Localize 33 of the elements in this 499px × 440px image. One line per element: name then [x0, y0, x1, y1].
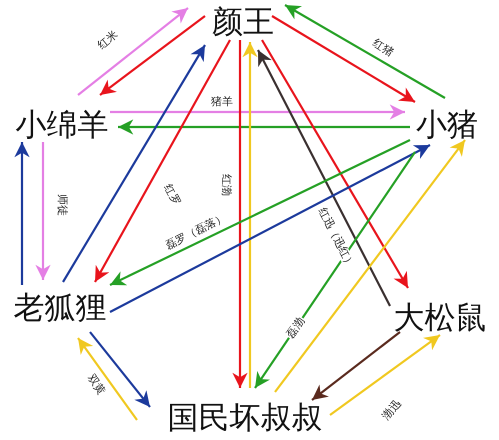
edge-label: 红渤: [220, 173, 232, 198]
arrow: [110, 139, 410, 286]
arrow: [118, 119, 410, 135]
arrow: [99, 15, 206, 96]
arrow: [254, 151, 416, 389]
arrow: [242, 42, 258, 388]
arrow: [35, 142, 51, 280]
name-text: 颜王: [212, 4, 274, 40]
arrow: [329, 334, 441, 416]
arrow: [14, 142, 30, 285]
arrow: [110, 144, 430, 313]
arrow: [77, 7, 189, 96]
arrow: [62, 44, 206, 283]
arrow: [284, 4, 446, 99]
name-text: 国民坏叔叔: [168, 400, 322, 436]
arrow: [257, 50, 391, 306]
name-text: 老狐狸: [14, 290, 106, 326]
arrow: [261, 39, 409, 289]
arrow: [311, 331, 401, 401]
arrow: [271, 15, 416, 103]
arrow: [94, 39, 231, 283]
arrow: [274, 139, 466, 393]
name-text: 小绵羊: [16, 108, 108, 142]
arrow: [89, 331, 151, 408]
edge-label: 红猪: [370, 36, 396, 60]
edge-label: 猪羊: [210, 96, 234, 108]
edge-label: 师徒: [56, 193, 68, 218]
arrow: [232, 40, 248, 388]
edge-label: 磊渤: [284, 314, 308, 342]
arrow: [110, 104, 405, 120]
arrow: [77, 337, 138, 421]
name-text: 大松鼠: [394, 300, 486, 336]
name-text: 小猪: [416, 108, 478, 142]
